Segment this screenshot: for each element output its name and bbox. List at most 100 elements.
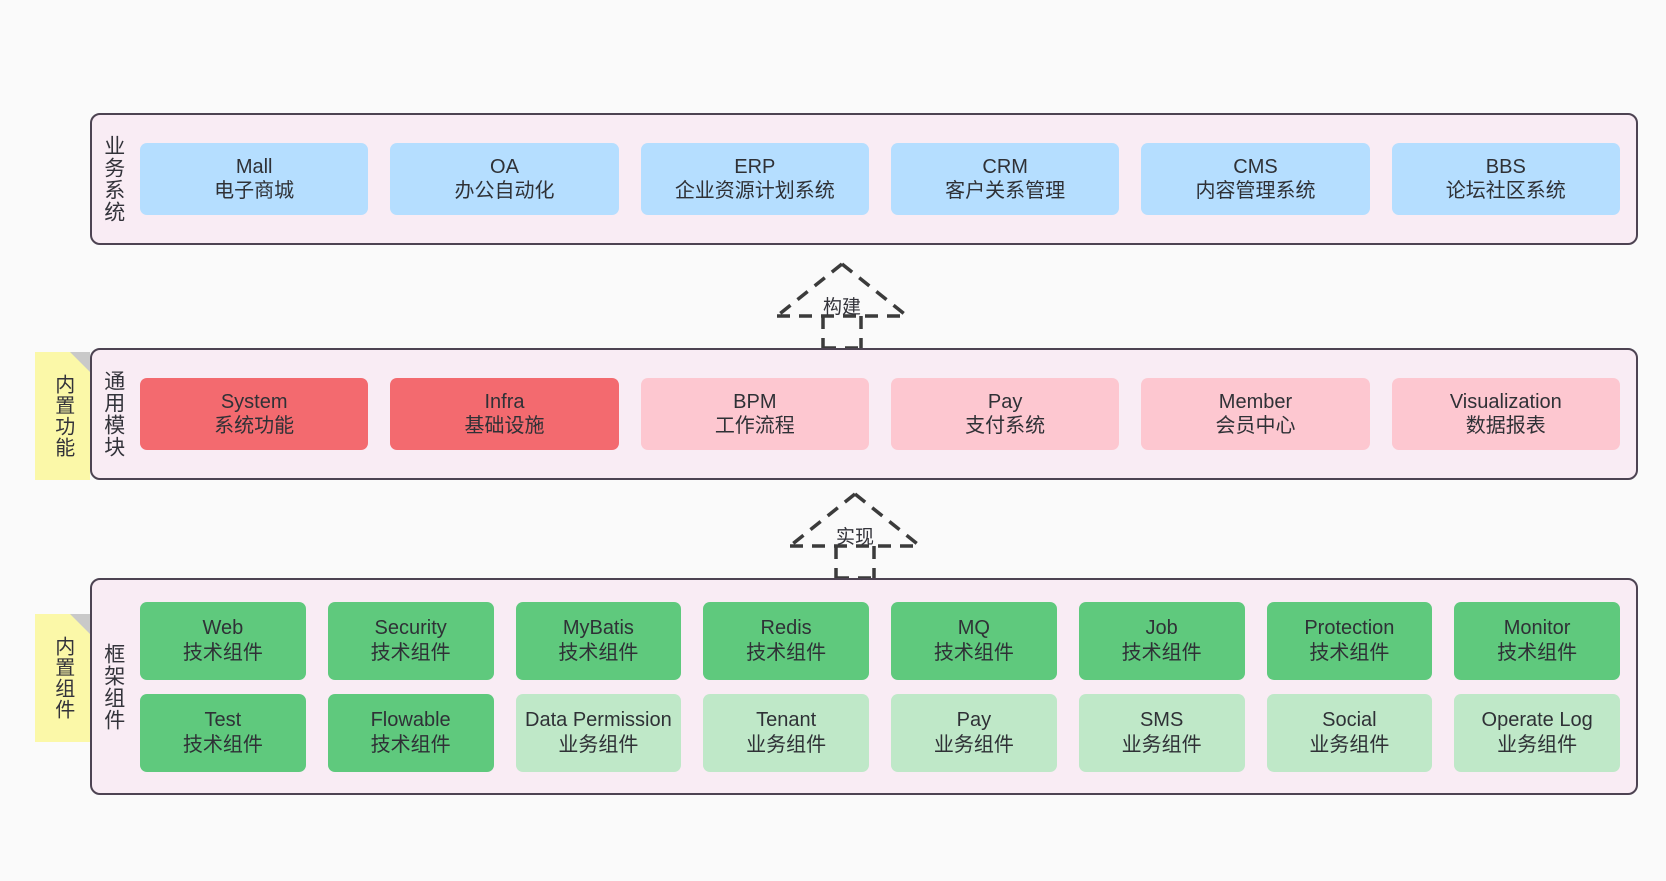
component-card-desc: 业务组件 bbox=[933, 733, 1014, 756]
component-card-desc: 业务组件 bbox=[746, 733, 827, 756]
component-card-desc: 数据报表 bbox=[1465, 415, 1546, 437]
component-card-desc: 技术组件 bbox=[1121, 641, 1202, 664]
component-card-name: Job bbox=[1145, 617, 1178, 640]
component-card-name: Pay bbox=[987, 390, 1023, 413]
component-card-desc: 技术组件 bbox=[933, 641, 1014, 664]
component-card-name: Test bbox=[204, 709, 242, 732]
sticky-note-builtin-functions: 内置功能 bbox=[35, 352, 90, 480]
component-card-desc: 技术组件 bbox=[370, 641, 451, 664]
component-card-desc: 业务组件 bbox=[1309, 733, 1390, 756]
sticky-note-builtin-components: 内置组件 bbox=[35, 614, 90, 742]
layer-title-business-systems: 业务系统 bbox=[101, 135, 125, 223]
sticky-note-builtin-functions-label: 内置功能 bbox=[51, 374, 74, 458]
component-card-name: OA bbox=[490, 155, 519, 178]
component-card-desc: 系统功能 bbox=[214, 415, 295, 437]
component-card-desc: 业务组件 bbox=[1497, 733, 1578, 756]
component-card-name: BPM bbox=[733, 390, 777, 413]
component-card-desc: 技术组件 bbox=[1497, 641, 1578, 664]
component-card-name: Web bbox=[202, 617, 244, 640]
component-card-name: Flowable bbox=[370, 709, 451, 732]
component-card-desc: 技术组件 bbox=[182, 733, 263, 756]
component-card-name: Social bbox=[1322, 709, 1377, 732]
component-card-desc: 技术组件 bbox=[182, 641, 263, 664]
component-card-name: Mall bbox=[235, 155, 273, 178]
arrow-build-label: 构建 bbox=[822, 297, 862, 318]
component-card-desc: 技术组件 bbox=[1309, 641, 1390, 664]
component-card-name: CRM bbox=[982, 155, 1028, 178]
component-card-name: Redis bbox=[760, 617, 812, 640]
component-card-desc: 技术组件 bbox=[370, 733, 451, 756]
component-card-name: SMS bbox=[1139, 709, 1184, 732]
component-card-desc: 企业资源计划系统 bbox=[674, 180, 835, 202]
component-card-desc: 支付系统 bbox=[965, 415, 1046, 437]
layer-title-common-modules: 通用模块 bbox=[101, 370, 125, 458]
component-card-desc: 工作流程 bbox=[714, 415, 795, 437]
arrow-implement-label: 实现 bbox=[835, 527, 875, 548]
component-card-name: MQ bbox=[957, 617, 990, 640]
component-card-desc: 业务组件 bbox=[1121, 733, 1202, 756]
component-card-name: MyBatis bbox=[562, 617, 634, 640]
component-card-name: Monitor bbox=[1503, 617, 1571, 640]
component-card-desc: 论坛社区系统 bbox=[1445, 180, 1566, 202]
component-card-desc: 会员中心 bbox=[1215, 415, 1296, 437]
component-card-desc: 技术组件 bbox=[746, 641, 827, 664]
component-card-name: Protection bbox=[1304, 617, 1395, 640]
component-card-desc: 客户关系管理 bbox=[945, 180, 1066, 202]
component-card-name: Pay bbox=[956, 709, 992, 732]
component-card-desc: 内容管理系统 bbox=[1195, 180, 1316, 202]
component-card-desc: 基础设施 bbox=[464, 415, 545, 437]
component-card-desc: 技术组件 bbox=[558, 641, 639, 664]
layer-title-framework-components: 框架组件 bbox=[101, 642, 125, 731]
component-card-name: Security bbox=[374, 617, 447, 640]
component-card-name: Data Permission bbox=[525, 709, 672, 732]
sticky-note-builtin-components-label: 内置组件 bbox=[51, 636, 74, 720]
component-card-name: Operate Log bbox=[1481, 709, 1593, 732]
component-card-desc: 业务组件 bbox=[558, 733, 639, 756]
component-card-name: Visualization bbox=[1449, 390, 1562, 413]
component-card-name: Tenant bbox=[756, 709, 817, 732]
component-card-name: BBS bbox=[1485, 155, 1526, 178]
component-card-desc: 办公自动化 bbox=[454, 180, 555, 202]
component-card-name: Member bbox=[1218, 390, 1293, 413]
arrow-build: 构建 bbox=[757, 258, 927, 350]
component-card-name: CMS bbox=[1233, 155, 1278, 178]
component-card-desc: 电子商城 bbox=[214, 180, 295, 202]
